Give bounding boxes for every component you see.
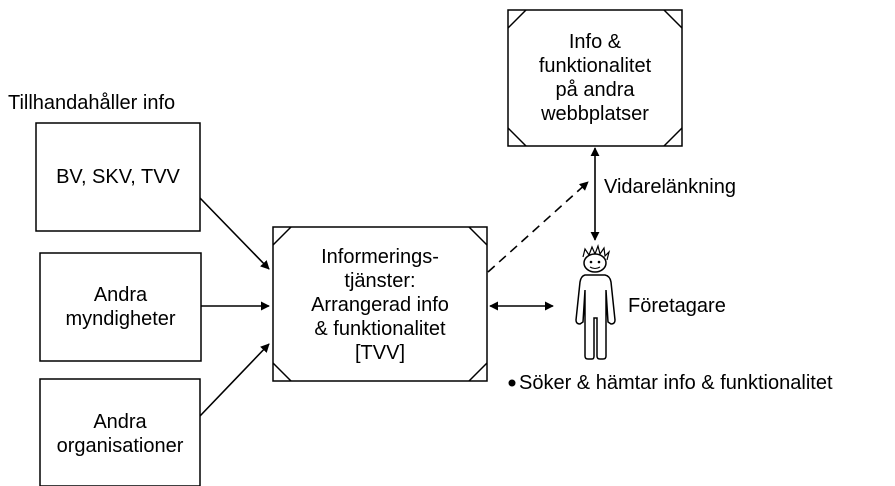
other-sites-label: Info & funktionalitet på andra webbplats… [538,31,652,125]
actor-activity-text: Söker & hämtar info & funktionalitet [519,372,833,394]
actor-label: Företagare [628,295,726,317]
provider-box-bv-skv-tvv [35,122,201,232]
providers-heading: Tillhandahåller info [8,92,176,114]
provider-label-andra-myndigheter: Andra myndigheter [65,284,176,330]
arrow-provider-3 [199,343,270,417]
provider-label-andra-organisationer: Andra organisationer [56,411,184,457]
provider-box-andra-myndigheter [39,252,202,362]
service-box [272,226,488,382]
provider-box-andra-organisationer [39,378,201,486]
bullet-icon [508,379,516,387]
arrow-provider-1 [199,197,270,270]
forwarding-arrow [487,181,589,273]
service-label: Informerings- tjänster: Arrangerad info … [311,246,449,364]
provider-label-bv-skv-tvv: BV, SKV, TVV [56,166,180,188]
forwarding-label: Vidarelänkning [604,176,736,198]
other-sites-box [507,9,683,147]
person-icon [575,243,616,360]
